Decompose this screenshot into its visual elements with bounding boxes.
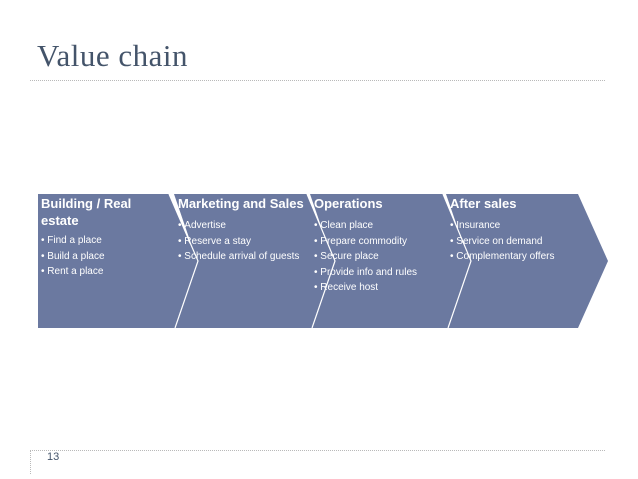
chain-column-after-sales: After sales Insurance Service on demand … bbox=[450, 195, 590, 265]
list-item: Clean place bbox=[314, 218, 444, 234]
chain-column-marketing: Marketing and Sales Advertise Reserve a … bbox=[178, 195, 311, 265]
chain-column-operations: Operations Clean place Prepare commodity… bbox=[314, 195, 444, 296]
list-item: Advertise bbox=[178, 218, 311, 234]
column-heading: Operations bbox=[314, 196, 383, 211]
footer-marker bbox=[30, 450, 31, 474]
title-divider bbox=[30, 80, 605, 81]
page-number: 13 bbox=[47, 451, 60, 463]
column-heading: After sales bbox=[450, 196, 517, 211]
footer-divider bbox=[30, 450, 605, 451]
list-item: Reserve a stay bbox=[178, 234, 311, 250]
column-heading: Marketing and Sales bbox=[178, 196, 304, 211]
list-item: Provide info and rules bbox=[314, 265, 444, 281]
list-item: Receive host bbox=[314, 280, 444, 296]
column-item-list: Insurance Service on demand Complementar… bbox=[450, 218, 590, 265]
list-item: Secure place bbox=[314, 249, 444, 265]
list-item: Service on demand bbox=[450, 234, 590, 250]
chain-column-building: Building / Real estate Find a place Buil… bbox=[41, 195, 167, 280]
list-item: Find a place bbox=[41, 233, 167, 249]
list-item: Schedule arrival of guests bbox=[178, 249, 311, 265]
list-item: Rent a place bbox=[41, 264, 167, 280]
list-item: Prepare commodity bbox=[314, 234, 444, 250]
list-item: Insurance bbox=[450, 218, 590, 234]
column-heading: Building / Real estate bbox=[41, 196, 132, 228]
slide-title: Value chain bbox=[37, 38, 188, 73]
list-item: Build a place bbox=[41, 249, 167, 265]
column-item-list: Clean place Prepare commodity Secure pla… bbox=[314, 218, 444, 296]
column-item-list: Advertise Reserve a stay Schedule arriva… bbox=[178, 218, 311, 265]
list-item: Complementary offers bbox=[450, 249, 590, 265]
column-item-list: Find a place Build a place Rent a place bbox=[41, 233, 167, 280]
